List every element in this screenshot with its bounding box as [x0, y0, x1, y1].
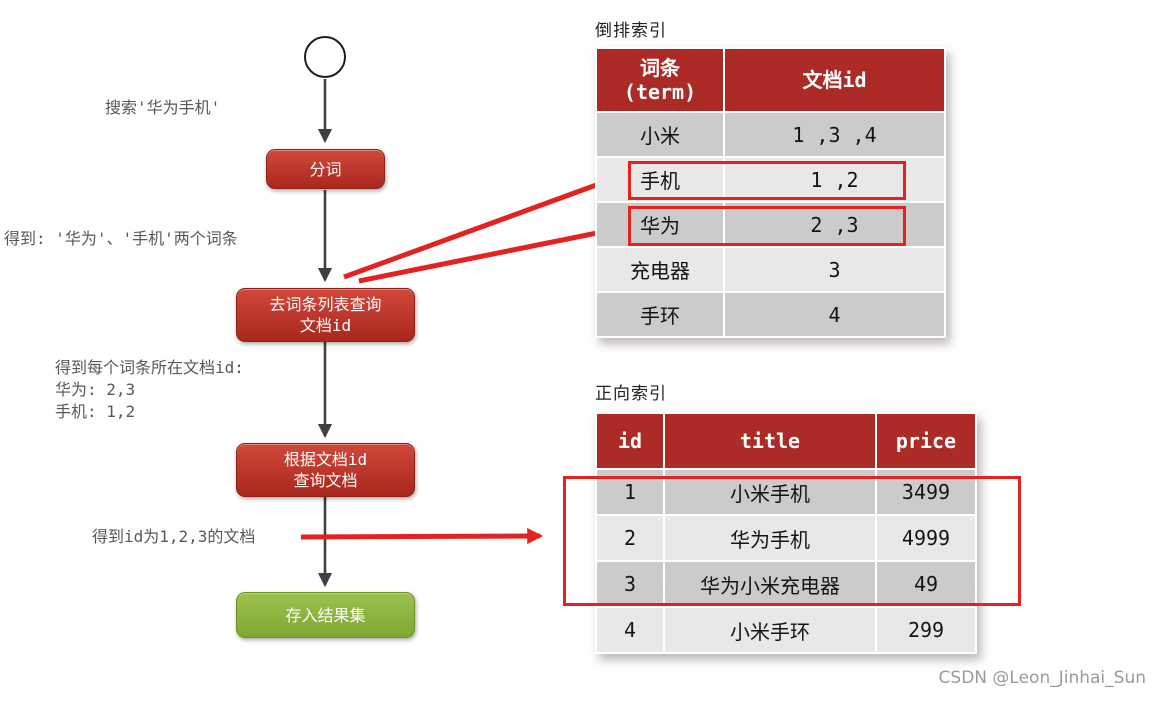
- highlight-doc-rows-1-3: [563, 476, 1021, 606]
- table-cell: 小米手环: [665, 608, 875, 652]
- table-cell: 2: [597, 516, 663, 560]
- table-cell: 小米: [597, 113, 723, 156]
- red-arrow-to-doc-rows: [300, 528, 544, 545]
- table-cell: 充电器: [597, 248, 723, 291]
- inverted-header-docid: 文档id: [725, 49, 944, 111]
- table-cell: 299: [877, 608, 975, 652]
- step-query-docs-by-id: 根据文档id 查询文档: [236, 443, 415, 497]
- table-cell: 4999: [877, 516, 975, 560]
- table-cell: 4: [725, 293, 944, 336]
- table-cell: 3: [597, 562, 663, 606]
- table-cell: 手环: [597, 293, 723, 336]
- step-tokenize: 分词: [266, 149, 385, 189]
- table-cell: 49: [877, 562, 975, 606]
- annotation-doc-ids: 得到每个词条所在文档id: 华为: 2,3 手机: 1,2: [55, 358, 244, 421]
- annotation-terms-result: 得到: '华为'、'手机'两个词条: [4, 229, 238, 248]
- forward-header-price: price: [877, 414, 975, 468]
- step-lookup-term-list: 去词条列表查询 文档id: [236, 288, 415, 342]
- table-cell: 1 ,2: [725, 158, 944, 201]
- highlight-row-huawei: [628, 206, 906, 246]
- forward-header-title: title: [665, 414, 875, 468]
- table-cell: 3: [725, 248, 944, 291]
- annotation-docs-result: 得到id为1,2,3的文档: [92, 527, 256, 546]
- red-arrow-to-shouji-row: [343, 176, 614, 280]
- table-cell: 华为手机: [665, 516, 875, 560]
- table-cell: 华为: [597, 203, 723, 246]
- watermark: CSDN @Leon_Jinhai_Sun: [938, 668, 1146, 688]
- inverted-index-table: 词条 (term) 文档id 小米 1 ,3 ,4 手机 1 ,2 华为 2 ,…: [595, 47, 946, 338]
- table-cell: 4: [597, 608, 663, 652]
- inverted-index-title: 倒排索引: [595, 21, 667, 41]
- table-cell: 手机: [597, 158, 723, 201]
- table-cell: 华为小米充电器: [665, 562, 875, 606]
- step-save-result-set: 存入结果集: [236, 592, 415, 638]
- forward-header-id: id: [597, 414, 663, 468]
- start-node: [304, 36, 346, 78]
- red-arrow-to-huawei-row: [358, 224, 616, 284]
- inverted-header-term: 词条 (term): [597, 49, 723, 111]
- table-cell: 2 ,3: [725, 203, 944, 246]
- highlight-row-shouji: [628, 161, 906, 200]
- annotation-search-query: 搜索'华为手机': [105, 98, 221, 117]
- forward-index-title: 正向索引: [595, 384, 667, 404]
- table-cell: 1 ,3 ,4: [725, 113, 944, 156]
